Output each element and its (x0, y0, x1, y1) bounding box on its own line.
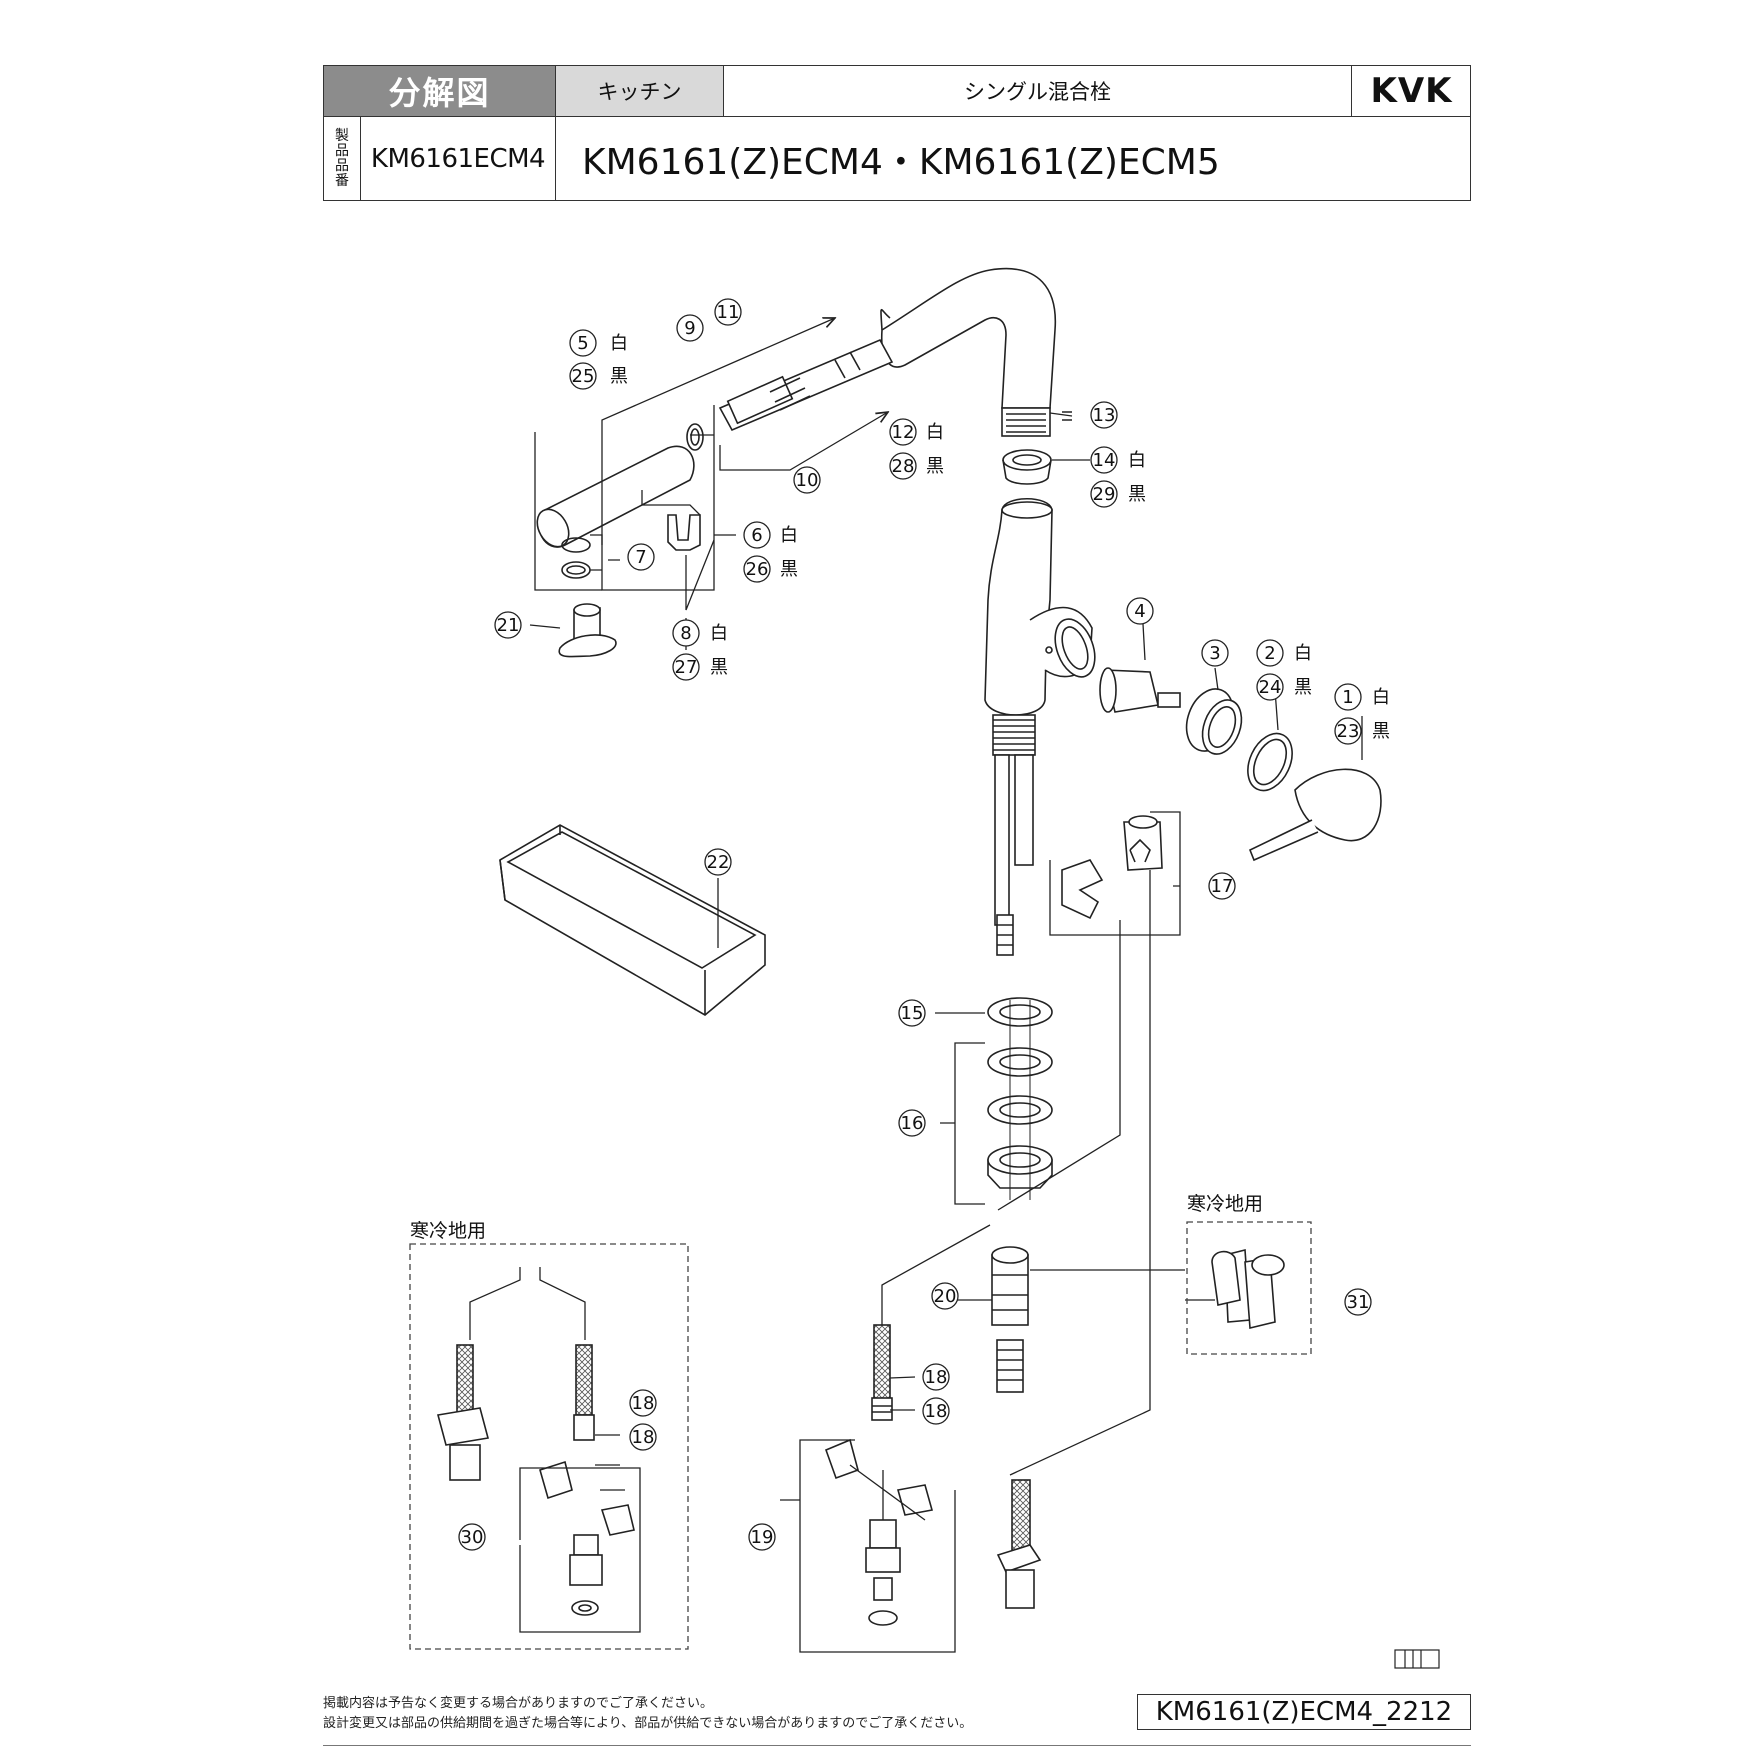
color-label-12: 白 (926, 422, 944, 443)
color-label-28: 黒 (926, 456, 944, 477)
color-label-27: 黒 (710, 657, 728, 678)
callout-9: 9 (684, 318, 695, 339)
callout-18-d: 18 (632, 1427, 655, 1448)
product-code-label: 製 品 品 番 (324, 116, 360, 201)
callout-17: 17 (1211, 876, 1234, 897)
color-label-25: 黒 (610, 366, 628, 387)
color-label-1: 白 (1372, 687, 1390, 708)
callout-4: 4 (1134, 601, 1145, 622)
color-label-24: 黒 (1294, 677, 1312, 698)
callout-16: 16 (901, 1113, 924, 1134)
callout-5: 5 (577, 333, 588, 354)
color-label-14: 白 (1128, 450, 1146, 471)
cold-region-box-left (409, 1243, 689, 1650)
callout-20: 20 (934, 1286, 957, 1307)
callout-25: 25 (572, 366, 595, 387)
callout-24: 24 (1259, 677, 1282, 698)
footer-note-2: 設計変更又は部品の供給期間を過ぎた場合等により、部品が供給できない場合があります… (323, 1716, 973, 1731)
callout-15: 15 (901, 1003, 924, 1024)
header-table: 分解図 キッチン シングル混合栓 KVK 製 品 品 番 KM6161ECM4 … (323, 65, 1471, 201)
callout-30: 30 (461, 1527, 484, 1548)
callout-21: 21 (497, 615, 520, 636)
callout-31: 31 (1347, 1292, 1370, 1313)
callout-29: 29 (1093, 484, 1116, 505)
color-label-2: 白 (1294, 643, 1312, 664)
category-label: キッチン (555, 66, 723, 116)
cold-region-box-right (1186, 1221, 1312, 1355)
callout-23: 23 (1337, 721, 1360, 742)
cold-region-label-right: 寒冷地用 (1187, 1193, 1263, 1215)
diagram-title: 分解図 (324, 66, 555, 116)
callout-19: 19 (751, 1527, 774, 1548)
callout-2: 2 (1264, 643, 1275, 664)
callout-6: 6 (751, 525, 762, 546)
color-label-26: 黒 (780, 559, 798, 580)
color-label-6: 白 (780, 525, 798, 546)
callout-1: 1 (1342, 687, 1353, 708)
color-label-29: 黒 (1128, 484, 1146, 505)
small-mark-icon (1394, 1649, 1440, 1669)
callout-27: 27 (675, 657, 698, 678)
callout-7: 7 (635, 547, 646, 568)
callout-22: 22 (707, 852, 730, 873)
callout-18-c: 18 (632, 1393, 655, 1414)
callout-18-b: 18 (925, 1401, 948, 1422)
callout-12: 12 (892, 422, 915, 443)
callout-11: 11 (717, 302, 740, 323)
callout-28: 28 (892, 456, 915, 477)
color-label-8: 白 (710, 623, 728, 644)
footer-note-1: 掲載内容は予告なく変更する場合がありますのでご了承ください。 (323, 1696, 714, 1711)
cold-region-label-left: 寒冷地用 (410, 1220, 486, 1242)
color-label-23: 黒 (1372, 721, 1390, 742)
bottom-rule (323, 1745, 1471, 1746)
callout-8: 8 (680, 623, 691, 644)
callout-13: 13 (1093, 405, 1116, 426)
product-code: KM6161ECM4 (360, 116, 555, 201)
color-label-5: 白 (610, 333, 628, 354)
callout-26: 26 (746, 559, 769, 580)
callout-3: 3 (1209, 643, 1220, 664)
callout-10: 10 (796, 470, 819, 491)
document-id: KM6161(Z)ECM4_2212 (1137, 1694, 1471, 1730)
brand-logo: KVK (1351, 66, 1471, 116)
product-type-label: シングル混合栓 (723, 66, 1351, 116)
callout-18-a: 18 (925, 1367, 948, 1388)
model-names: KM6161(Z)ECM4・KM6161(Z)ECM5 (555, 116, 1471, 201)
callout-14: 14 (1093, 450, 1116, 471)
